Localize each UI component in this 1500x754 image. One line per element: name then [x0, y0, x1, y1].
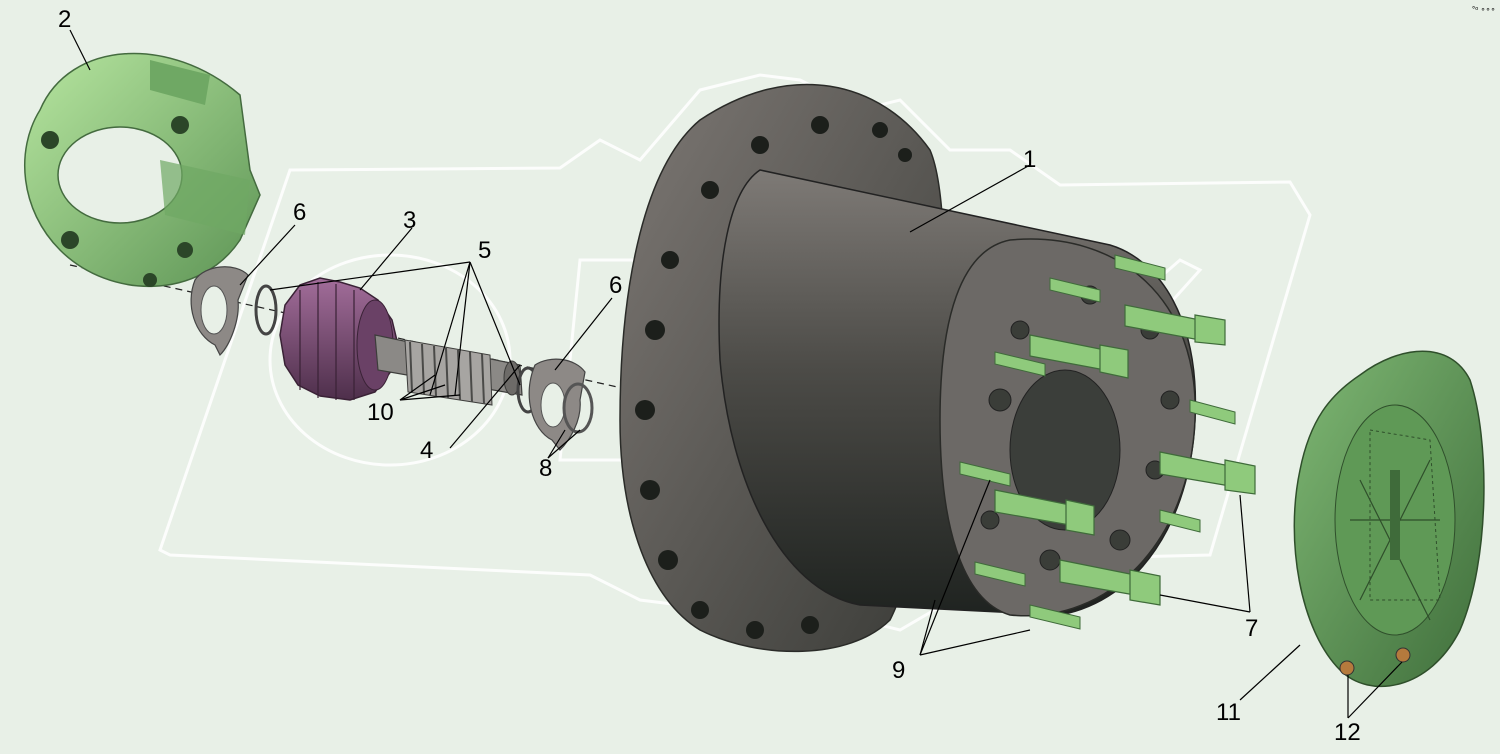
hub-cover-part-11 — [1293, 350, 1485, 688]
drain-plugs-part-12 — [1339, 647, 1411, 676]
snap-ring-part-5-left — [254, 284, 278, 336]
callout-7: 7 — [1245, 615, 1258, 642]
leader-lines — [69, 29, 1403, 719]
callout-11: 11 — [1216, 699, 1241, 726]
callout-6-left: 6 — [293, 199, 306, 226]
callout-9: 9 — [892, 657, 905, 684]
pinion-gear-part-3 — [279, 277, 399, 401]
callout-2: 2 — [58, 6, 71, 33]
callout-12: 12 — [1334, 719, 1361, 746]
callout-6-right: 6 — [609, 272, 622, 299]
callout-5: 5 — [478, 237, 491, 264]
bolts-part-7 — [994, 304, 1256, 606]
corner-mark: °ᵒ ∘∘∘ — [1472, 5, 1495, 14]
tab-washer-part-6-right — [528, 358, 586, 451]
coupling-ring-part-2 — [24, 52, 261, 287]
callout-3: 3 — [403, 207, 416, 234]
callout-10: 10 — [367, 399, 394, 426]
callout-8: 8 — [539, 455, 552, 482]
splined-shaft-part-4 — [374, 334, 523, 406]
tab-washer-part-6-left — [190, 266, 249, 357]
studs-part-9 — [959, 254, 1236, 630]
callout-1: 1 — [1023, 146, 1036, 173]
callout-4: 4 — [420, 437, 433, 464]
